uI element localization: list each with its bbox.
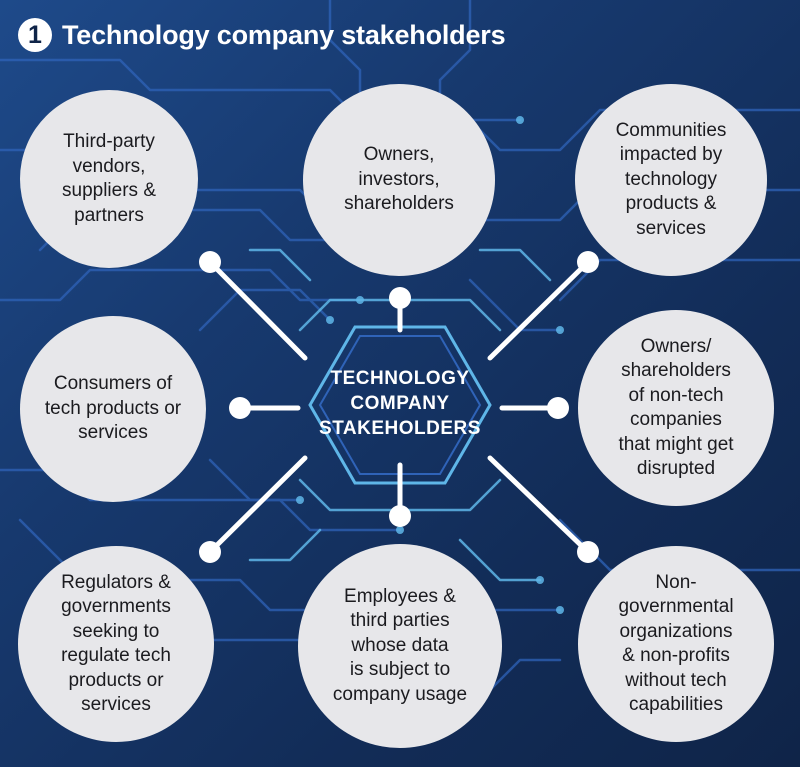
stakeholder-ngos: Non- governmental organizations & non-pr… bbox=[578, 546, 774, 742]
connector-employees bbox=[389, 462, 411, 527]
center-label: TECHNOLOGY COMPANY STAKEHOLDERS bbox=[319, 368, 481, 439]
stakeholder-consumers: Consumers of tech products or services bbox=[20, 316, 206, 502]
center-hexagon bbox=[308, 325, 492, 485]
stakeholder-owners: Owners, investors, shareholders bbox=[303, 84, 495, 276]
connector-nontech-owners bbox=[499, 397, 569, 419]
figure-header: 1 Technology company stakeholders bbox=[18, 18, 506, 52]
stakeholder-vendors: Third-party vendors, suppliers & partner… bbox=[20, 90, 198, 268]
connector-vendors bbox=[199, 251, 308, 361]
stakeholder-communities: Communities impacted by technology produ… bbox=[575, 84, 767, 276]
stakeholder-nontech-owners: Owners/ shareholders of non-tech compani… bbox=[578, 310, 774, 506]
connector-ngos bbox=[487, 455, 599, 563]
stakeholder-vendors-label: Third-party vendors, suppliers & partner… bbox=[62, 131, 156, 226]
stakeholder-regulators-label: Regulators & governments seeking to regu… bbox=[61, 571, 171, 716]
stakeholder-employees: Employees & third parties whose data is … bbox=[298, 544, 502, 748]
stakeholder-ngos-label: Non- governmental organizations & non-pr… bbox=[618, 571, 734, 716]
connector-regulators bbox=[199, 455, 308, 563]
stakeholder-consumers-label: Consumers of tech products or services bbox=[44, 373, 182, 444]
stakeholder-owners-label: Owners, investors, shareholders bbox=[344, 144, 454, 215]
connector-owners bbox=[389, 287, 411, 333]
stakeholder-nontech-owners-label: Owners/ shareholders of non-tech compani… bbox=[618, 335, 734, 480]
stakeholder-regulators: Regulators & governments seeking to regu… bbox=[18, 546, 214, 742]
stakeholder-employees-label: Employees & third parties whose data is … bbox=[332, 585, 468, 705]
connector-communities bbox=[487, 251, 599, 361]
figure-number-badge: 1 bbox=[18, 18, 52, 52]
connector-consumers bbox=[229, 397, 301, 419]
stakeholder-communities-label: Communities impacted by technology produ… bbox=[615, 119, 727, 239]
figure-title: Technology company stakeholders bbox=[62, 19, 506, 50]
